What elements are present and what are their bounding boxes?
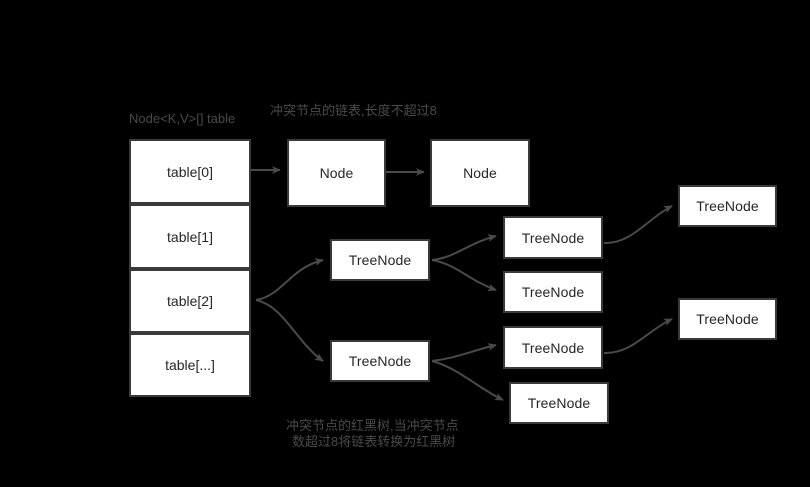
tree-node-label: TreeNode: [521, 339, 585, 356]
table-cell-label: table[...]: [165, 357, 215, 373]
table-cell-0[interactable]: table[0]: [129, 139, 251, 204]
tree-right-1[interactable]: TreeNode: [678, 298, 777, 340]
tree-middle-2[interactable]: TreeNode: [503, 326, 603, 369]
tree-node-label: TreeNode: [348, 252, 412, 268]
list-node-0[interactable]: Node: [287, 139, 386, 207]
table-cell-label: table[2]: [167, 293, 213, 309]
edge-table2-treeparent1: [255, 258, 324, 301]
red-black-tree-caption-line1: 冲突节点的红黑树,当冲突节点: [286, 418, 459, 433]
table-cell-3[interactable]: table[...]: [129, 333, 251, 397]
edge-treeparent1-child1: [431, 234, 497, 261]
edge-treeparent1-child2: [431, 259, 497, 292]
table-cell-2[interactable]: table[2]: [129, 269, 251, 333]
edge-table2-treeparent2: [255, 299, 324, 362]
table-array-label: Node<K,V>[] table: [129, 111, 236, 126]
list-node-1[interactable]: Node: [430, 139, 530, 207]
list-node-label: Node: [463, 165, 497, 181]
edge-child3-right2: [603, 318, 673, 355]
table-cell-1[interactable]: table[1]: [129, 204, 251, 269]
tree-parent-1[interactable]: TreeNode: [330, 340, 430, 382]
tree-right-0[interactable]: TreeNode: [678, 185, 777, 227]
tree-middle-0[interactable]: TreeNode: [503, 216, 603, 259]
edge-treeparent2-child3: [431, 343, 497, 362]
tree-middle-1[interactable]: TreeNode: [503, 271, 603, 313]
tree-parent-0[interactable]: TreeNode: [330, 239, 430, 281]
tree-node-label: TreeNode: [696, 198, 759, 214]
list-node-label: Node: [319, 165, 354, 181]
linked-list-caption: 冲突节点的链表,长度不超过8: [270, 103, 437, 118]
tree-node-label: TreeNode: [696, 311, 759, 327]
edge-child1-right1: [603, 205, 673, 245]
red-black-tree-caption-line2: 数超过8将链表转换为红黑树: [292, 434, 456, 449]
tree-node-label: TreeNode: [527, 395, 591, 411]
table-cell-label: table[1]: [167, 228, 213, 245]
tree-node-label: TreeNode: [521, 284, 585, 300]
tree-middle-3[interactable]: TreeNode: [509, 382, 609, 424]
tree-node-label: TreeNode: [521, 229, 585, 246]
edge-treeparent2-child4: [431, 360, 504, 401]
tree-node-label: TreeNode: [348, 353, 412, 369]
table-cell-label: table[0]: [167, 163, 213, 180]
